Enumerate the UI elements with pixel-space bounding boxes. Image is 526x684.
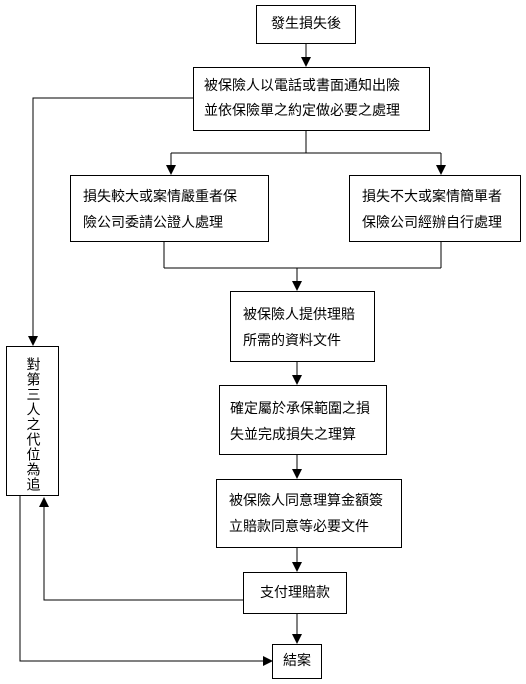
subrogation-box: 對第三人之代位為追 xyxy=(6,346,59,496)
documents-line-2: 所需的資料文件 xyxy=(243,333,341,349)
close-box: 結案 xyxy=(272,644,322,679)
right-branch-line-1: 損失不大或案情簡單者 xyxy=(362,189,502,205)
confirm-box: 確定屬於承保範圍之損 失並完成損失之理算 xyxy=(219,385,387,455)
agree-box: 被保險人同意理算金額簽 立賠款同意等必要文件 xyxy=(216,479,402,548)
close-label: 結案 xyxy=(283,653,311,669)
documents-line-1: 被保險人提供理賠 xyxy=(243,307,355,323)
agree-line-1: 被保險人同意理算金額簽 xyxy=(229,493,383,509)
confirm-line-1: 確定屬於承保範圍之損 xyxy=(230,401,370,417)
documents-box: 被保險人提供理賠 所需的資料文件 xyxy=(230,291,375,362)
arrow-notify-to-subrogation xyxy=(28,97,193,346)
notify-line-1: 被保險人以電話或書面通知出險 xyxy=(204,78,400,94)
left-branch-box: 損失較大或案情嚴重者保 險公司委請公證人處理 xyxy=(70,175,269,242)
right-branch-box: 損失不大或案情簡單者 保險公司經辦自行處理 xyxy=(349,175,521,242)
notify-line-2: 並依保險單之約定做必要之處理 xyxy=(204,103,400,119)
right-branch-line-2: 保險公司經辦自行處理 xyxy=(362,215,502,231)
left-branch-line-2: 險公司委請公證人處理 xyxy=(83,215,223,231)
pay-box: 支付理賠款 xyxy=(243,572,347,614)
notify-box: 被保險人以電話或書面通知出險 並依保險單之約定做必要之處理 xyxy=(193,67,430,131)
confirm-line-2: 失並完成損失之理算 xyxy=(230,427,356,443)
pay-label: 支付理賠款 xyxy=(260,585,330,601)
start-label: 發生損失後 xyxy=(271,16,341,32)
start-box: 發生損失後 xyxy=(256,5,356,44)
subrogation-label: 對第三人之代位為追 xyxy=(24,357,41,492)
arrow-subrogation-to-close xyxy=(19,496,273,666)
left-branch-line-1: 損失較大或案情嚴重者保 xyxy=(83,189,237,205)
agree-line-2: 立賠款同意等必要文件 xyxy=(229,519,369,535)
arrow-pay-to-subrogation xyxy=(39,497,243,601)
